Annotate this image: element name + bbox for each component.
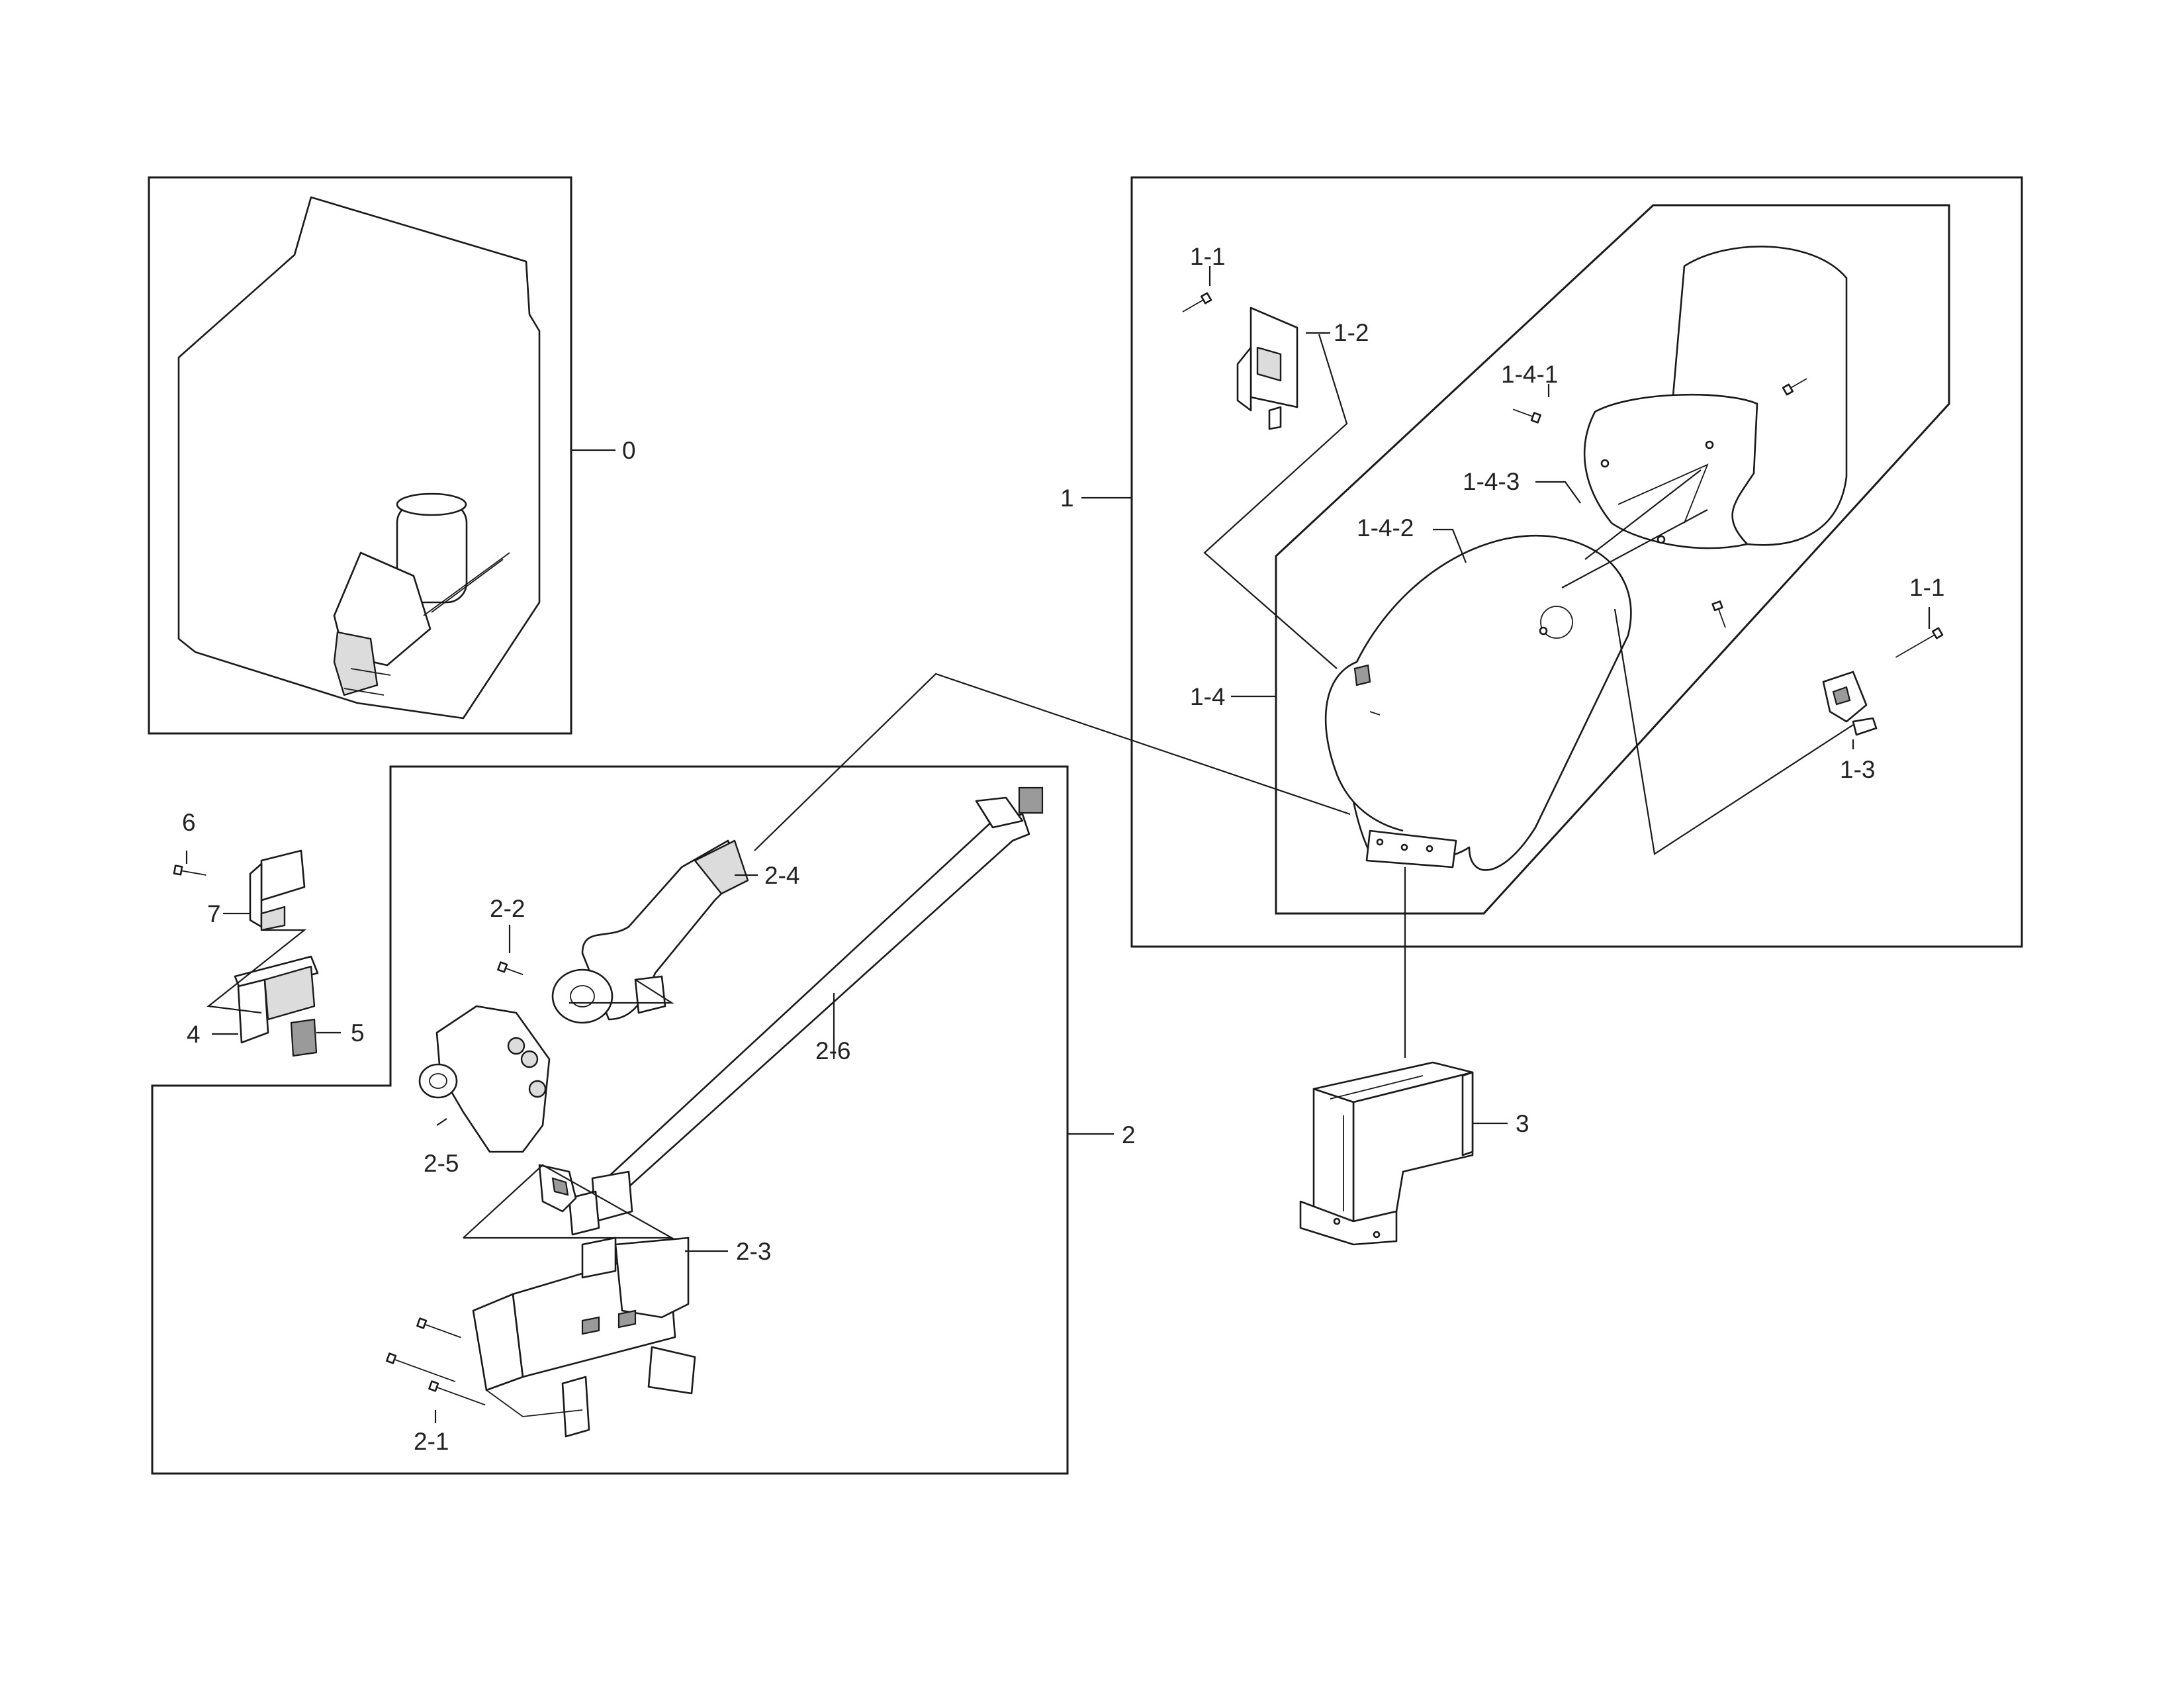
callout-1-1-top: 1-1 [1190, 243, 1225, 270]
callout-2-1: 2-1 [414, 1428, 449, 1455]
callout-7: 7 [207, 900, 221, 927]
mounting-bracket-drawing [1299, 1061, 1474, 1246]
burner-icon [333, 492, 510, 696]
clip-7-drawing [249, 849, 306, 931]
gas-valve-icon [418, 1005, 577, 1213]
dryer-cabinet-drawing [177, 196, 541, 720]
callout-1-3: 1-3 [1840, 756, 1875, 783]
callout-1: 1 [1060, 485, 1074, 512]
bracket-icon [1236, 306, 1298, 430]
assembly-1-box [1130, 176, 2023, 948]
callout-6: 6 [182, 809, 196, 836]
callout-2-6: 2-6 [815, 1037, 850, 1064]
callout-3: 3 [1516, 1110, 1529, 1137]
filter-5-drawing [290, 1018, 318, 1057]
callout-1-2: 1-2 [1334, 319, 1369, 346]
burner-icon [551, 839, 749, 1024]
callout-1-4-1: 1-4-1 [1501, 361, 1558, 388]
callout-2-5: 2-5 [424, 1150, 459, 1177]
igniter-4-drawing [234, 955, 319, 1044]
callout-1-4: 1-4 [1190, 683, 1225, 710]
burner-duct-front-drawing [1324, 534, 1632, 871]
screw-icon [1711, 600, 1726, 628]
callout-4: 4 [187, 1021, 201, 1048]
burner-bracket-drawing [472, 1237, 696, 1438]
callout-1-4-2: 1-4-2 [1357, 514, 1414, 541]
callout-2-4: 2-4 [764, 862, 799, 889]
callout-0: 0 [622, 437, 636, 464]
screw-icon [416, 1317, 461, 1338]
assembly-0-box [148, 176, 572, 735]
gas-pipe-drawing [568, 786, 1044, 1236]
callout-2: 2 [1122, 1121, 1136, 1149]
callout-2-2: 2-2 [490, 895, 525, 922]
callout-1-4-3: 1-4-3 [1463, 468, 1520, 495]
screw-icon [386, 1352, 456, 1383]
screw-icon [497, 961, 523, 976]
screw-icon [428, 1380, 486, 1406]
bracket-icon [1822, 671, 1878, 736]
callout-5: 5 [351, 1019, 365, 1047]
screw-icon [173, 865, 206, 876]
screw-icon [1182, 292, 1212, 312]
callout-1-1-right: 1-1 [1909, 574, 1944, 601]
screw-icon [1895, 627, 1944, 658]
assembly-1-4-box [1275, 204, 1950, 915]
screw-icon [1782, 378, 1807, 396]
callout-2-3: 2-3 [736, 1238, 771, 1265]
assembly-2-box [151, 765, 1069, 1475]
screw-icon [1512, 408, 1541, 424]
burner-duct-rear-drawing [1583, 246, 1848, 549]
